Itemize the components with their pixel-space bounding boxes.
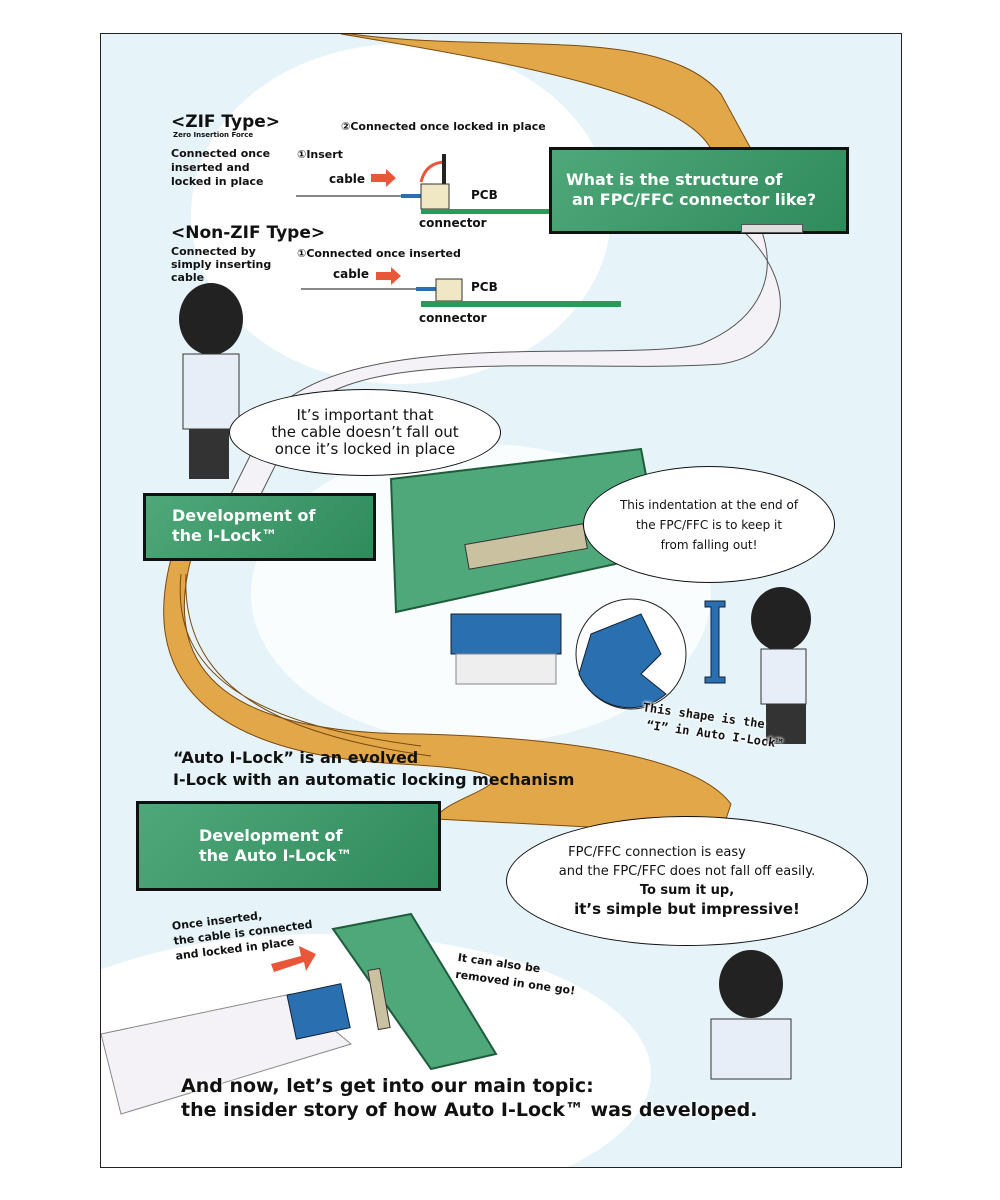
bubble1-line2: the cable doesn’t fall out <box>271 423 459 441</box>
zif-subtitle: Zero Insertion Force <box>173 131 254 139</box>
nonzif-step1: ①Connected once inserted <box>297 247 461 260</box>
nonzif-arrow-icon <box>376 267 401 285</box>
bottom-pcb <box>331 912 498 1071</box>
nonzif-cable-label: cable <box>333 267 370 281</box>
bubble1-line1: It’s important that <box>296 406 434 424</box>
structure-title-box: What is the structure of an FPC/FFC conn… <box>549 147 849 234</box>
bubble3-line3: To sum it up, <box>639 883 735 898</box>
structure-title-line2: an FPC/FFC connector like? <box>572 190 817 209</box>
bubble3-line2: and the FPC/FFC does not fall off easily… <box>558 864 816 879</box>
auto-title-line2: the Auto I-Lock™ <box>199 846 353 865</box>
zif-diagram <box>296 154 621 214</box>
structure-title-line1: What is the structure of <box>566 170 783 189</box>
ilock-title-line1: Development of <box>172 506 316 525</box>
bubble2-line1: This indentation at the end of <box>619 497 799 512</box>
footer-text: And now, let’s get into our main topic: … <box>181 1074 757 1122</box>
auto-caption-line1: “Auto I-Lock” is an evolved <box>173 748 419 767</box>
ilock-title-line2: the I-Lock™ <box>172 526 278 545</box>
bubble3-line4: it’s simple but impressive! <box>574 900 800 918</box>
zif-desc: Connected once inserted and locked in pl… <box>171 147 271 188</box>
speech-bubble-summary: FPC/FFC connection is easy and the FPC/F… <box>506 816 868 946</box>
person-1 <box>179 283 243 479</box>
zif-pcb-label: PCB <box>471 188 498 202</box>
comic-page: <ZIF Type> Zero Insertion Force Connecte… <box>100 33 902 1168</box>
bubble3-line1: FPC/FFC connection is easy <box>568 845 746 860</box>
bubble2-line3: from falling out! <box>660 537 758 552</box>
nonzif-desc: Connected by simply inserting cable <box>171 245 272 284</box>
auto-caption-line2: I-Lock with an automatic locking mechani… <box>173 770 575 789</box>
auto-ilock-caption: “Auto I-Lock” is an evolved I-Lock with … <box>173 747 574 791</box>
footer-line2: the insider story of how Auto I-Lock™ wa… <box>181 1099 758 1121</box>
speech-bubble-indentation: This indentation at the end of the FPC/F… <box>583 466 835 583</box>
zif-title: <ZIF Type> <box>171 112 281 132</box>
zif-cable-label: cable <box>329 172 366 186</box>
zif-arrow-icon <box>371 169 396 187</box>
bubble1-line3: once it’s locked in place <box>274 440 456 458</box>
footer-line1: And now, let’s get into our main topic: <box>181 1075 594 1097</box>
auto-title-line1: Development of <box>199 826 343 845</box>
zif-step2: ②Connected once locked in place <box>341 120 546 133</box>
ilock-title-box: Development of the I-Lock™ <box>143 493 376 561</box>
i-shape <box>704 600 726 684</box>
zif-connector-label: connector <box>419 216 487 230</box>
speech-bubble-locked: It’s important that the cable doesn’t fa… <box>229 389 501 476</box>
nonzif-diagram <box>301 267 621 307</box>
person-2 <box>751 587 811 744</box>
insert-arrow <box>271 946 316 972</box>
nonzif-connector-label: connector <box>419 311 487 325</box>
nonzif-title: <Non-ZIF Type> <box>171 223 326 243</box>
person-3 <box>710 950 792 1080</box>
ffc-cable-middle <box>163 558 732 835</box>
nonzif-pcb-label: PCB <box>471 280 498 294</box>
zif-step1: ①Insert <box>297 148 343 161</box>
auto-ilock-title-box: Development of the Auto I-Lock™ <box>136 801 441 891</box>
bubble2-line2: the FPC/FFC is to keep it <box>635 517 783 532</box>
connector-strip <box>741 224 803 233</box>
ffc-blue-tab <box>450 613 562 655</box>
